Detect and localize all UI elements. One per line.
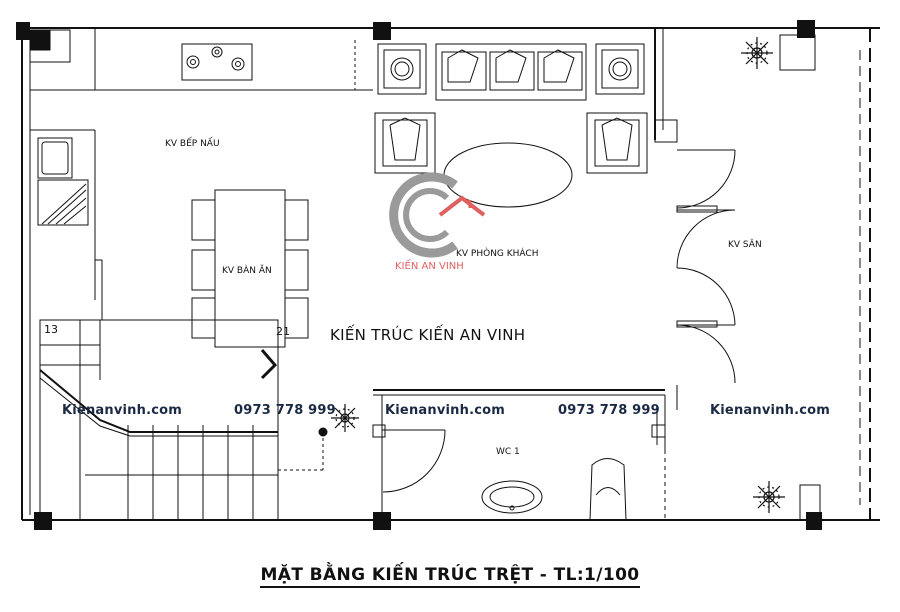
living-room-label: KV PHÒNG KHÁCH: [456, 247, 539, 259]
watermark-phone-2: 0973 778 999: [558, 403, 660, 418]
brand-logo: [389, 172, 486, 258]
staircase: [39, 319, 328, 521]
watermark-phone-1: 0973 778 999: [234, 403, 336, 418]
sofa-set: [374, 43, 648, 208]
floor-plan-drawing: KV BẾP NẤU KV BÀN ĂN KV PHÒNG KHÁCH KV S…: [16, 20, 880, 530]
yard-label: KV SÂN: [728, 238, 762, 250]
stair-end-number: 21: [276, 325, 290, 338]
stair-start-number: 13: [44, 323, 58, 336]
watermark-website-2: Kienanvinh.com: [385, 403, 505, 418]
dining-table: [191, 189, 309, 348]
kitchen-counter: [30, 28, 373, 91]
logo-text: KIẾN AN VINH: [395, 258, 464, 272]
dining-label: KV BÀN ĂN: [222, 264, 272, 276]
drawing-caption: MẶT BẰNG KIẾN TRÚC TRỆT - TL:1/100: [0, 565, 900, 588]
caption-text: MẶT BẰNG KIẾN TRÚC TRỆT - TL:1/100: [260, 565, 640, 588]
column-corner-details: [29, 29, 821, 521]
wc-label: WC 1: [496, 447, 520, 457]
outer-walls: [21, 27, 880, 521]
wc-room: [372, 389, 666, 521]
partition-and-doors: [654, 28, 736, 410]
structural-columns: [16, 20, 822, 530]
kitchen-sink: [30, 129, 103, 320]
watermark-website-3: Kienanvinh.com: [710, 403, 830, 418]
plant-decorations: [331, 37, 785, 513]
watermark-website-1: Kienanvinh.com: [62, 403, 182, 418]
kitchen-label: KV BẾP NẤU: [165, 137, 220, 149]
center-title: KIẾN TRÚC KIẾN AN VINH: [330, 323, 525, 344]
